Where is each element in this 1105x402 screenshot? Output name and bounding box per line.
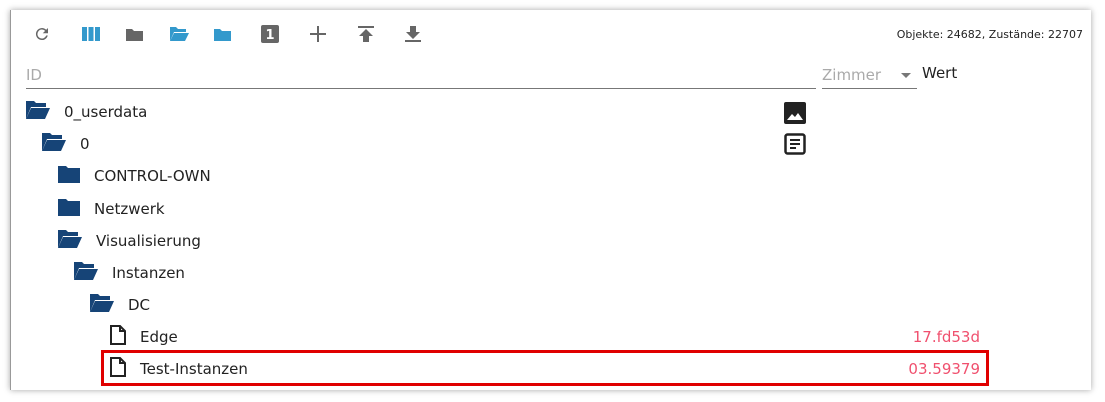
tree-item-value: 17.fd53d [912, 328, 980, 346]
tree-item[interactable]: 0 [42, 129, 1105, 159]
folder-open-icon [74, 262, 112, 284]
highlight-box [101, 350, 989, 386]
id-filter-input[interactable]: ID [26, 62, 816, 89]
tree-item-label: 0_userdata [64, 103, 148, 121]
tree-item[interactable]: Visualisierung [58, 226, 1105, 256]
value-column-header: Wert [922, 64, 958, 82]
tree-item-label: Netzwerk [94, 200, 165, 218]
svg-text:1: 1 [265, 28, 274, 43]
tree-item[interactable]: CONTROL-OWN [58, 161, 1105, 191]
tree-item-label: DC [128, 296, 151, 314]
image-icon[interactable] [784, 102, 806, 128]
folder-blue-icon[interactable] [212, 24, 232, 44]
chevron-down-icon [901, 73, 911, 78]
folder-open-icon[interactable] [169, 24, 189, 44]
tree-item-label: Instanzen [112, 264, 185, 282]
columns-icon[interactable] [81, 24, 101, 44]
room-placeholder: Zimmer [822, 66, 882, 84]
tree-item[interactable]: Netzwerk [58, 194, 1105, 224]
folder-open-icon [90, 294, 128, 316]
folder-icon [58, 165, 94, 187]
tree-item-label: CONTROL-OWN [94, 167, 211, 185]
tree-item[interactable]: 0_userdata [26, 97, 1105, 127]
folder-icon[interactable] [124, 24, 144, 44]
file-icon [110, 325, 140, 349]
download-icon[interactable] [403, 24, 423, 44]
tree-item-label: Visualisierung [96, 232, 201, 250]
folder-open-icon [26, 101, 64, 123]
tree-item-label: Test-Instanzen [140, 360, 248, 378]
tree-item[interactable]: Edge 17.fd53d [110, 322, 1105, 352]
folder-open-icon [42, 133, 80, 155]
room-filter-select[interactable]: Zimmer [822, 62, 917, 89]
object-count-status: Objekte: 24682, Zustände: 22707 [896, 28, 1083, 41]
tree-item-label: 0 [80, 135, 90, 153]
tree-item-label: Edge [140, 328, 178, 346]
tree-item-value: 03.59379 [908, 360, 980, 378]
number-one-icon[interactable]: 1 [260, 24, 280, 44]
file-icon [110, 357, 140, 381]
tree-item[interactable]: Instanzen [74, 258, 1105, 288]
folder-icon [58, 198, 94, 220]
document-icon[interactable] [784, 133, 806, 159]
folder-open-icon [58, 230, 96, 252]
tree-item[interactable]: Test-Instanzen 03.59379 [110, 354, 1105, 384]
refresh-icon[interactable] [32, 24, 52, 44]
tree-item[interactable]: DC [90, 290, 1105, 320]
plus-icon[interactable] [308, 24, 328, 44]
upload-icon[interactable] [356, 24, 376, 44]
